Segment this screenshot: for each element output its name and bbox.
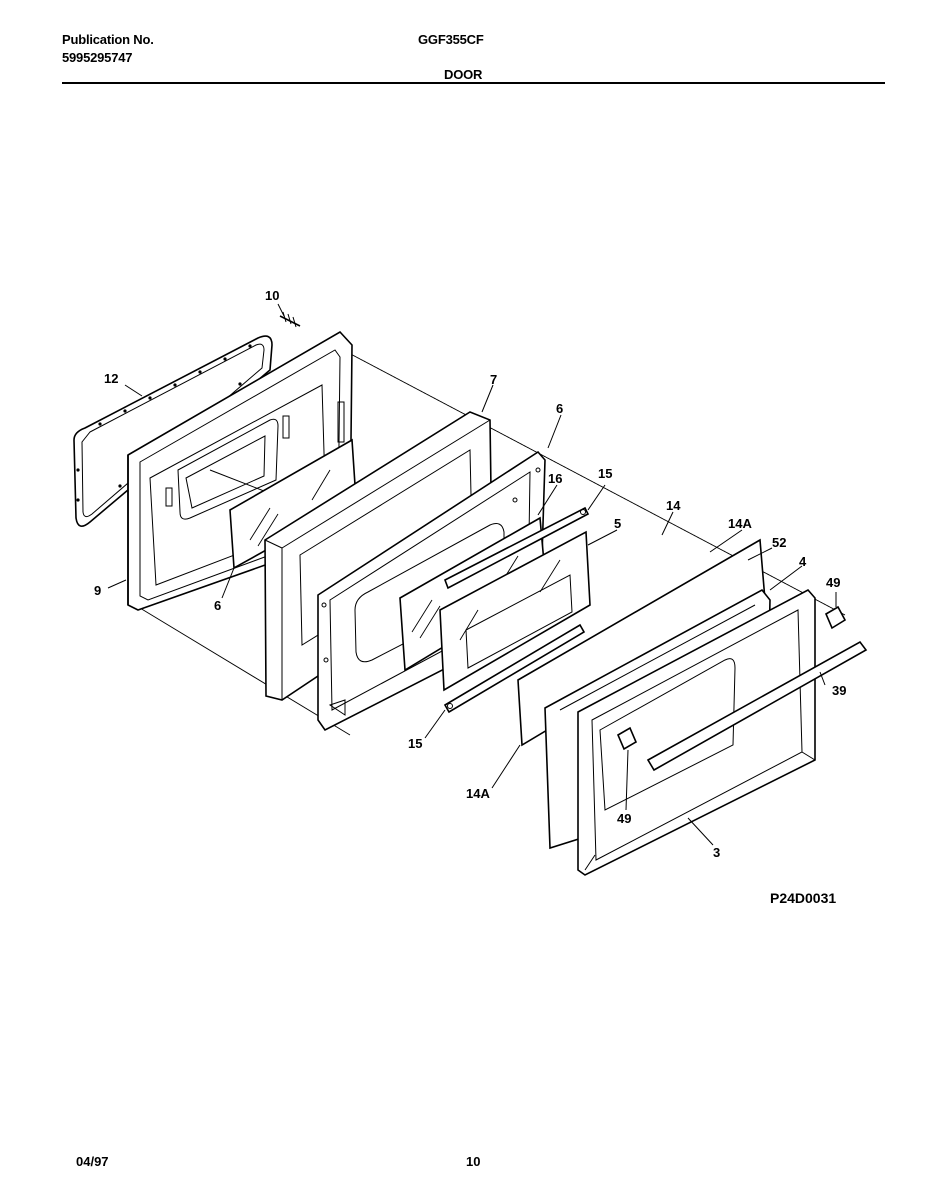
callout-12: 12 (104, 371, 118, 386)
section-title: DOOR (444, 67, 483, 82)
callout-14: 14 (666, 498, 681, 513)
callout-3: 3 (713, 845, 720, 860)
callout-15-bottom: 15 (408, 736, 422, 751)
callout-7: 7 (490, 372, 497, 387)
part-39-handle (646, 640, 868, 772)
callout-6-top: 6 (556, 401, 563, 416)
publication-number: 5995295747 (62, 50, 133, 65)
leader-lines (107, 303, 837, 846)
callout-14a-top: 14A (728, 516, 752, 531)
callout-49-bottom: 49 (617, 811, 631, 826)
callout-49-right: 49 (826, 575, 840, 590)
callout-39: 39 (832, 683, 846, 698)
callout-9: 9 (94, 583, 101, 598)
callout-15-top: 15 (598, 466, 612, 481)
header-rule (62, 82, 885, 84)
publication-label: Publication No. (62, 32, 154, 47)
part-15-top-channel (444, 506, 590, 590)
part-10-screw (279, 311, 301, 328)
part-49-brackets (616, 605, 847, 751)
callout-14a-bottom: 14A (466, 786, 490, 801)
callout-52: 52 (772, 535, 786, 550)
part-12-gasket (73, 335, 273, 527)
callout-10: 10 (265, 288, 279, 303)
footer-date: 04/97 (76, 1154, 109, 1169)
figure-code: P24D0031 (770, 890, 837, 906)
callout-4: 4 (799, 554, 807, 569)
callout-5: 5 (614, 516, 621, 531)
callouts: 10 12 7 6 16 15 5 14 14A 52 4 49 9 6 39 … (94, 288, 846, 860)
callout-6-left: 6 (214, 598, 221, 613)
part-5-outer-glass (439, 530, 591, 692)
part-15-bottom-channel (443, 623, 586, 714)
footer-page-number: 10 (466, 1154, 481, 1169)
model-number: GGF355CF (418, 32, 484, 47)
callout-16: 16 (548, 471, 562, 486)
